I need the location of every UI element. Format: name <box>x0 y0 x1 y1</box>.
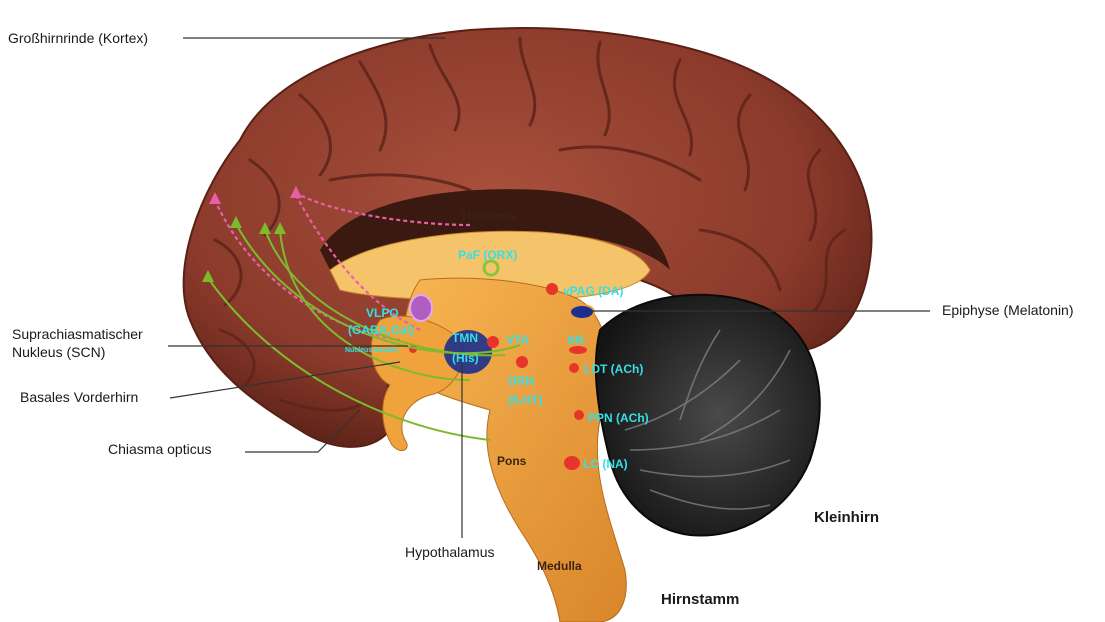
label-scn-line2: Nukleus (SCN) <box>12 344 105 361</box>
label-tmn-2: (His) <box>452 351 479 365</box>
lc-nucleus <box>564 456 580 470</box>
vlpo-nucleus <box>410 295 432 321</box>
label-ldt: LDT (ACh) <box>584 362 643 376</box>
label-nucleus-basalis: Nucleus basalis <box>345 347 398 355</box>
label-thalamus: Thalamus <box>460 209 516 223</box>
label-vta: VTA <box>506 333 529 347</box>
ppn-nucleus <box>574 410 584 420</box>
label-kleinhirn: Kleinhirn <box>814 509 879 526</box>
label-lc: LC (NA) <box>583 457 628 471</box>
label-vlpo-2: (GABA,Gal) <box>348 323 414 337</box>
label-vpag: vPAG (DA) <box>563 284 623 298</box>
paf-nucleus <box>484 261 498 275</box>
label-vlpo-1: VLPO <box>366 306 399 320</box>
vta-nucleus <box>487 336 499 348</box>
sn-nucleus <box>569 346 587 354</box>
label-hirnstamm: Hirnstamm <box>661 591 739 608</box>
label-pons: Pons <box>497 454 526 468</box>
label-scn-line1: Suprachiasmatischer <box>12 326 143 343</box>
label-medulla: Medulla <box>537 559 582 573</box>
pineal-gland <box>570 305 594 319</box>
drn-nucleus <box>516 356 528 368</box>
label-paf: PaF (ORX) <box>458 248 517 262</box>
label-sn: SN <box>567 333 584 347</box>
label-drn-1: DRN <box>508 374 534 388</box>
ldt-nucleus <box>569 363 579 373</box>
label-ppn: PPN (ACh) <box>588 411 649 425</box>
label-drn-2: (5-HT) <box>508 393 543 407</box>
label-basal-forebrain: Basales Vorderhirn <box>20 389 138 406</box>
vpag-nucleus <box>546 283 558 295</box>
label-cortex: Großhirnrinde (Kortex) <box>8 30 148 47</box>
label-epiphyse: Epiphyse (Melatonin) <box>942 302 1074 319</box>
label-chiasma: Chiasma opticus <box>108 441 212 458</box>
label-tmn-1: TMN <box>452 331 478 345</box>
label-hypothalamus: Hypothalamus <box>405 544 495 561</box>
